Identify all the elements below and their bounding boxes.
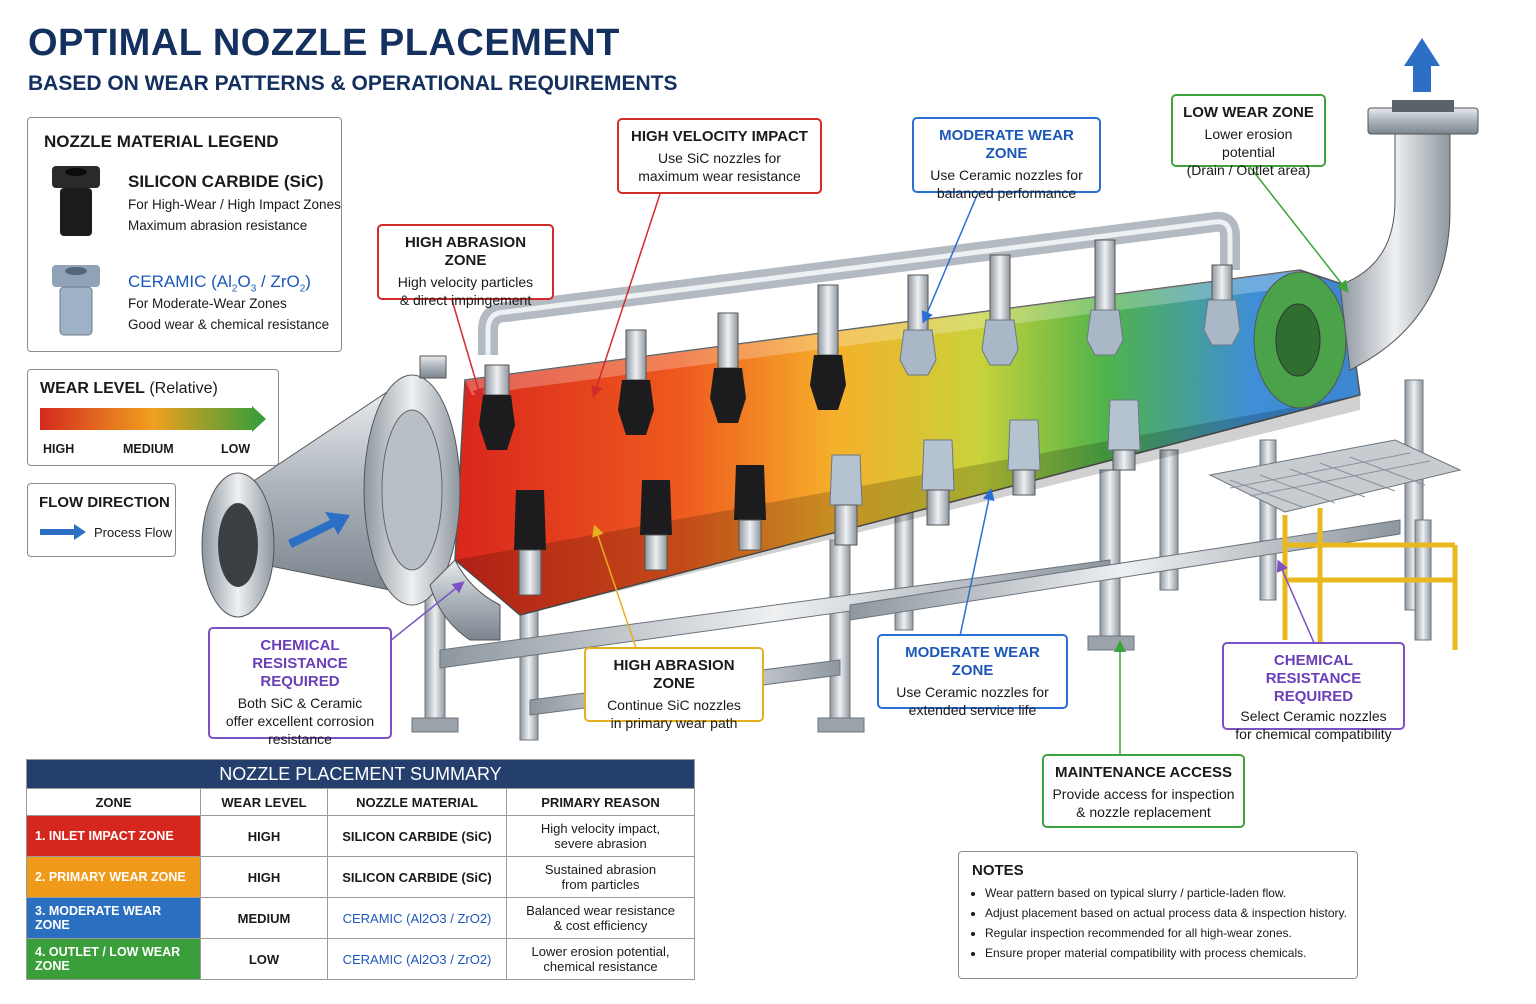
pointer-chem-right <box>1276 559 1316 646</box>
level-cell: HIGH <box>200 815 328 857</box>
flow-direction-legend: FLOW DIRECTION Process Flow <box>27 483 176 557</box>
material-cell: SILICON CARBIDE (SiC) <box>327 815 507 857</box>
pointer-high-abrasion-bottom <box>592 524 637 649</box>
sic-line1: For High-Wear / High Impact Zones <box>128 197 341 212</box>
wear-level-qualifier: (Relative) <box>149 380 218 397</box>
support-frame <box>424 379 1432 741</box>
callout-low-wear-zone: LOW WEAR ZONE Lower erosion potential (D… <box>1171 94 1326 178</box>
note-item: Regular inspection recommended for all h… <box>985 926 1355 940</box>
material-cell: CERAMIC (Al2O3 / ZrO2) <box>327 897 507 939</box>
outlet-flow-arrow <box>1404 38 1440 92</box>
summary-header-row: ZONE WEAR LEVEL NOZZLE MATERIAL PRIMARY … <box>26 788 695 816</box>
pointer-moderate-top <box>921 192 979 324</box>
material-cell: CERAMIC (Al2O3 / ZrO2) <box>327 938 507 980</box>
table-row: 3. MODERATE WEAR ZONE MEDIUM CERAMIC (Al… <box>26 897 695 939</box>
callout-chemical-resistance-left: CHEMICAL RESISTANCE REQUIRED Both SiC & … <box>208 627 392 747</box>
material-legend: NOZZLE MATERIAL LEGEND SILICON CARBIDE (… <box>27 117 342 352</box>
col-wear-level: WEAR LEVEL <box>200 788 328 816</box>
callout-maintenance-access: MAINTENANCE ACCESS Provide access for in… <box>1042 754 1245 828</box>
reason-cell: Balanced wear resistance& cost efficienc… <box>506 897 695 939</box>
callout-moderate-wear-bottom: MODERATE WEAR ZONE Use Ceramic nozzles f… <box>877 634 1068 718</box>
reason-cell: Lower erosion potential,chemical resista… <box>506 938 695 980</box>
zone-cell: 2. PRIMARY WEAR ZONE <box>26 856 201 898</box>
callout-chemical-resistance-right: CHEMICAL RESISTANCE REQUIRED Select Cera… <box>1222 642 1405 742</box>
summary-caption: NOZZLE PLACEMENT SUMMARY <box>26 759 695 789</box>
pointer-high-velocity <box>591 193 661 398</box>
table-row: 4. OUTLET / LOW WEAR ZONE LOW CERAMIC (A… <box>26 938 695 980</box>
zone-cell: 4. OUTLET / LOW WEAR ZONE <box>26 938 201 980</box>
note-item: Ensure proper material compatibility wit… <box>985 946 1355 960</box>
note-item: Adjust placement based on actual process… <box>985 906 1355 920</box>
zone-cell: 3. MODERATE WEAR ZONE <box>26 897 201 939</box>
material-cell: SILICON CARBIDE (SiC) <box>327 856 507 898</box>
ceramic-name: CERAMIC (Al2O3 / ZrO2) <box>128 272 311 295</box>
wear-high-label: HIGH <box>43 442 75 456</box>
sic-line2: Maximum abrasion resistance <box>128 218 308 233</box>
sic-name: SILICON CARBIDE (SiC) <box>128 172 324 191</box>
flow-title: FLOW DIRECTION <box>39 494 170 511</box>
table-row: 2. PRIMARY WEAR ZONE HIGH SILICON CARBID… <box>26 856 695 898</box>
wear-medium-label: MEDIUM <box>123 442 174 456</box>
level-cell: HIGH <box>200 856 328 898</box>
table-row: 1. INLET IMPACT ZONE HIGH SILICON CARBID… <box>26 815 695 857</box>
wear-level-legend: WEAR LEVEL (Relative) HIGH MEDIUM LOW <box>27 369 279 466</box>
flow-label: Process Flow <box>94 525 173 540</box>
col-nozzle-material: NOZZLE MATERIAL <box>327 788 507 816</box>
flow-arrow-icon <box>40 524 86 540</box>
col-zone: ZONE <box>26 788 201 816</box>
note-item: Wear pattern based on typical slurry / p… <box>985 886 1355 900</box>
legend-title: NOZZLE MATERIAL LEGEND <box>44 132 279 151</box>
callout-high-velocity-impact: HIGH VELOCITY IMPACT Use SiC nozzles for… <box>617 118 822 194</box>
level-cell: LOW <box>200 938 328 980</box>
level-cell: MEDIUM <box>200 897 328 939</box>
sic-nozzle-icon <box>52 166 100 236</box>
callout-high-abrasion-top: HIGH ABRASION ZONE High velocity particl… <box>377 224 554 308</box>
callout-moderate-wear-top: MODERATE WEAR ZONE Use Ceramic nozzles f… <box>912 117 1101 201</box>
bottom-nozzles <box>514 399 1141 596</box>
platform-grating <box>1208 439 1462 513</box>
wear-low-label: LOW <box>221 442 251 456</box>
pointer-chem-left <box>384 581 465 646</box>
wear-level-title: WEAR LEVEL <box>40 380 145 397</box>
zone-cell: 1. INLET IMPACT ZONE <box>26 815 201 857</box>
ceramic-line1: For Moderate-Wear Zones <box>128 296 287 311</box>
wear-level-gradient-bar <box>40 406 266 432</box>
nozzle-placement-summary-table: NOZZLE PLACEMENT SUMMARY ZONE WEAR LEVEL… <box>26 759 695 980</box>
callout-high-abrasion-bottom: HIGH ABRASION ZONE Continue SiC nozzles … <box>584 647 764 731</box>
notes-box: NOTES Wear pattern based on typical slur… <box>958 851 1358 979</box>
page-title: OPTIMAL NOZZLE PLACEMENT <box>28 22 620 64</box>
outlet-elbow <box>1339 129 1451 371</box>
pointer-high-abrasion-top <box>451 299 485 401</box>
ceramic-line2: Good wear & chemical resistance <box>128 317 330 332</box>
pointer-moderate-bottom <box>959 488 995 637</box>
reason-cell: High velocity impact,severe abrasion <box>506 815 695 857</box>
col-primary-reason: PRIMARY REASON <box>506 788 695 816</box>
notes-title: NOTES <box>972 862 1024 879</box>
ceramic-nozzle-icon <box>52 265 100 336</box>
pointer-low-wear <box>1249 166 1349 293</box>
page-subtitle: BASED ON WEAR PATTERNS & OPERATIONAL REQ… <box>28 72 678 95</box>
notes-list: Wear pattern based on typical slurry / p… <box>959 886 1355 966</box>
